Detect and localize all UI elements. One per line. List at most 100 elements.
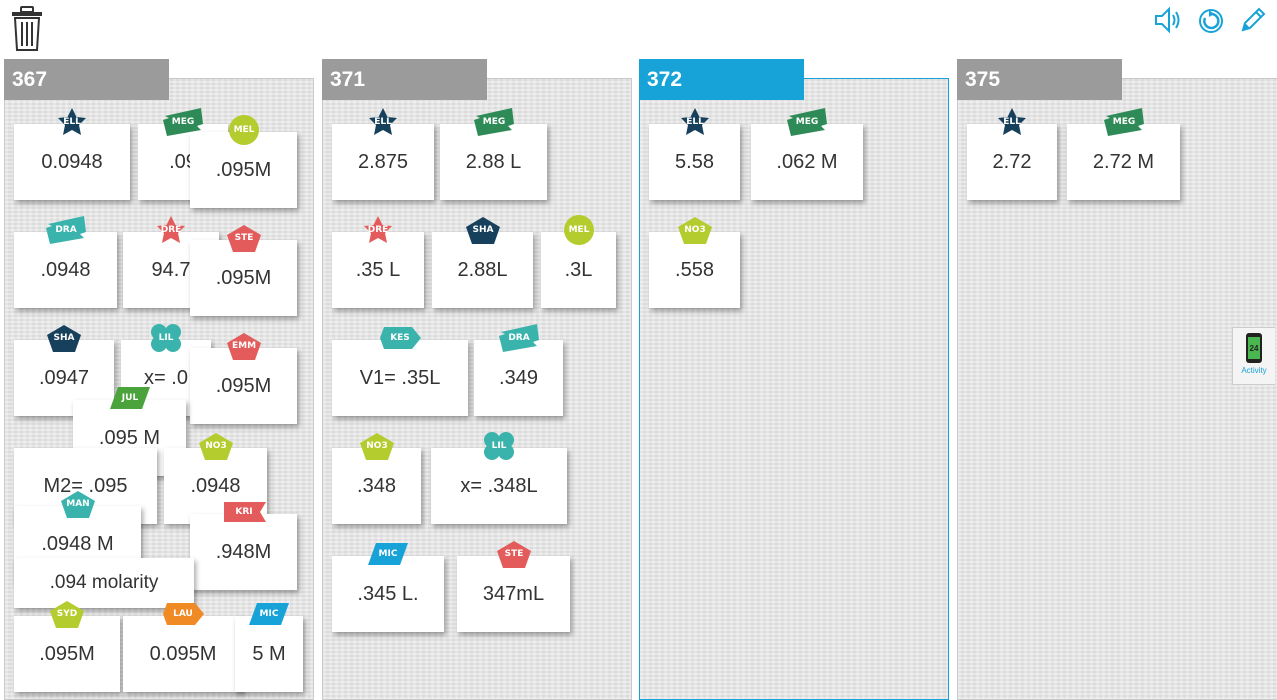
note-text: .35 L	[355, 258, 401, 281]
trash-icon[interactable]	[10, 6, 44, 52]
author-badge-star-icon: ELL	[361, 106, 405, 138]
note-text: V1= .35L	[359, 366, 441, 389]
note-card[interactable]: .0948	[14, 232, 117, 308]
note-card[interactable]: .948M	[190, 514, 297, 590]
note-text: 5.58	[675, 150, 714, 173]
note-text: 2.875	[357, 150, 409, 173]
note-text: .348	[357, 474, 396, 497]
note-card[interactable]: V1= .35L	[332, 340, 468, 416]
note-text: 2.88L	[457, 258, 508, 281]
badge-label: KES	[390, 333, 410, 343]
pencil-icon[interactable]	[1237, 4, 1269, 36]
author-badge-parallelogram-icon: JUL	[108, 382, 152, 414]
badge-label: DRA	[508, 333, 530, 343]
note-text: .349	[499, 366, 538, 389]
author-badge-star-icon: ELL	[990, 106, 1034, 138]
note-card[interactable]: 0.0948	[14, 124, 130, 200]
badge-label: ELL	[374, 117, 392, 127]
author-badge-pentagon-icon: SHA	[42, 322, 86, 354]
note-card[interactable]: .349	[474, 340, 563, 416]
note-text: .095M	[39, 642, 95, 665]
column-tab[interactable]: 371	[322, 59, 487, 100]
note-card[interactable]: 5.58	[649, 124, 740, 200]
author-badge-parallelogram-icon: MIC	[366, 538, 410, 570]
note-card[interactable]: 347mL	[457, 556, 570, 632]
author-badge-circle-icon: MEL	[557, 214, 601, 246]
activity-count: 24	[1248, 337, 1260, 359]
note-text: 2.72 M	[1092, 150, 1155, 173]
author-badge-pentagon-icon: NO3	[355, 430, 399, 462]
badge-label: MEL	[568, 225, 590, 235]
note-text: .0948	[40, 258, 91, 281]
note-card[interactable]: .35 L	[332, 232, 424, 308]
note-card[interactable]: .558	[649, 232, 740, 308]
author-badge-star-icon: ELL	[50, 106, 94, 138]
note-card[interactable]: 0.095M	[123, 616, 243, 692]
author-badge-pentagon-icon: MAN	[56, 488, 100, 520]
author-badge-star-icon: DRE	[149, 214, 193, 246]
activity-widget[interactable]: 24 Activity	[1232, 327, 1275, 385]
note-text: .558	[675, 258, 714, 281]
author-badge-ribbon-icon: MEG	[161, 106, 205, 138]
note-card[interactable]: 5 M	[235, 616, 303, 692]
note-card[interactable]: .345 L.	[332, 556, 444, 632]
badge-label: SHA	[53, 333, 75, 343]
badge-label: SYD	[56, 609, 78, 619]
note-card[interactable]: 2.72 M	[1067, 124, 1180, 200]
speaker-icon[interactable]	[1153, 4, 1185, 36]
author-badge-pentagon-icon: SHA	[461, 214, 505, 246]
badge-label: MEG	[482, 117, 506, 127]
badge-label: MIC	[259, 609, 279, 619]
badge-label: KRI	[235, 507, 253, 517]
column-tab[interactable]: 375	[957, 59, 1122, 100]
badge-label: LAU	[173, 609, 193, 619]
note-text: .345 L.	[357, 582, 419, 605]
note-text: .0948	[190, 474, 241, 497]
badge-label: LIL	[491, 441, 507, 451]
author-badge-ribbon-icon: DRA	[497, 322, 541, 354]
note-card[interactable]: .095M	[190, 240, 297, 316]
author-badge-arrow-icon: KES	[378, 322, 422, 354]
note-card[interactable]: 2.875	[332, 124, 434, 200]
author-badge-flower-icon: LIL	[144, 322, 188, 354]
toolbar-right	[1153, 4, 1269, 36]
note-text: .095M	[215, 158, 272, 181]
note-card[interactable]: x= .348L	[431, 448, 567, 524]
column-tab[interactable]: 372	[639, 59, 804, 100]
badge-label: NO3	[366, 441, 388, 451]
column-tab[interactable]: 367	[4, 59, 169, 100]
note-text: .094 molarity	[49, 572, 159, 593]
author-badge-parallelogram-icon: MIC	[247, 598, 291, 630]
author-badge-ribbon-icon: MEG	[785, 106, 829, 138]
note-text: 94.7	[151, 258, 191, 281]
note-card[interactable]: 2.88L	[432, 232, 533, 308]
author-badge-pentagon-icon: SYD	[45, 598, 89, 630]
author-badge-flower-icon: LIL	[477, 430, 521, 462]
note-card[interactable]: .062 M	[751, 124, 863, 200]
note-text: 2.88 L	[465, 150, 522, 173]
activity-label: Activity	[1241, 366, 1267, 375]
author-badge-star-icon: DRE	[356, 214, 400, 246]
note-card[interactable]: .348	[332, 448, 421, 524]
note-text: .09	[169, 150, 197, 173]
note-text: 0.095M	[149, 642, 217, 665]
badge-label: SHA	[472, 225, 494, 235]
note-text: .0947	[38, 366, 90, 389]
note-card[interactable]: .095M	[190, 348, 297, 424]
badge-label: EMM	[231, 341, 257, 351]
author-badge-pentagon-icon: EMM	[222, 330, 266, 362]
refresh-icon[interactable]	[1195, 4, 1227, 36]
note-text: x= .348L	[460, 474, 538, 497]
badge-label: LIL	[158, 333, 174, 343]
badge-label: DRA	[55, 225, 77, 235]
author-badge-ribbon-icon: MEG	[1102, 106, 1146, 138]
note-text: 347mL	[482, 582, 545, 605]
author-badge-pentagon-icon: STE	[492, 538, 536, 570]
badge-label: DRE	[367, 225, 389, 235]
author-badge-arrow-icon: LAU	[161, 598, 205, 630]
note-card[interactable]: .095M	[14, 616, 120, 692]
note-card[interactable]: .094 molarity	[14, 558, 194, 608]
badge-label: DRE	[160, 225, 182, 235]
note-card[interactable]: 2.88 L	[440, 124, 547, 200]
note-card[interactable]: 2.72	[967, 124, 1057, 200]
